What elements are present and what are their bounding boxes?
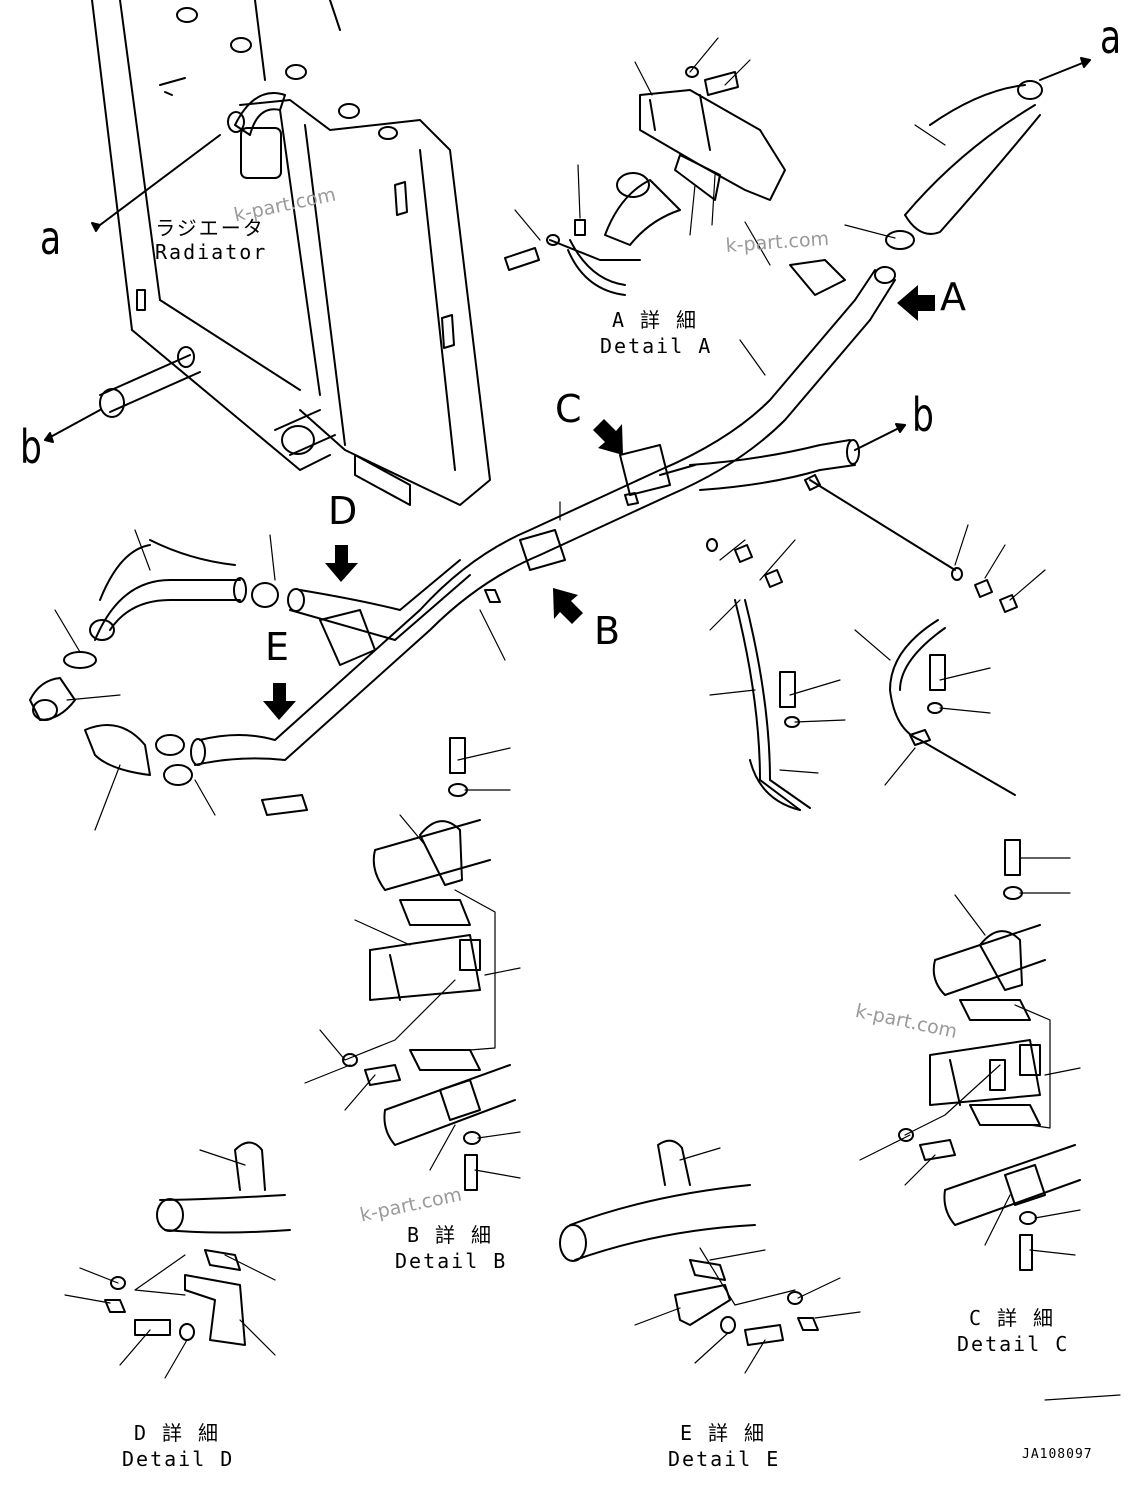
detail-e-en: Detail E: [668, 1447, 781, 1471]
detail-c-jp: C 詳 細: [968, 1306, 1056, 1330]
port-label-a-left: a: [40, 211, 62, 265]
detail-c-drawing: [898, 839, 1081, 1271]
detail-c-en: Detail C: [957, 1332, 1070, 1356]
fuel-lines-drawing: [706, 479, 1018, 811]
detail-a-drawing: [504, 66, 786, 296]
radiator-drawing: [44, 0, 491, 506]
port-arrows: [854, 57, 1091, 451]
detail-e-jp: E 詳 細: [679, 1421, 767, 1445]
detail-d-en: Detail D: [122, 1447, 235, 1471]
pipe-assembly: [29, 80, 1043, 816]
drawing-code: JA108097: [1022, 1447, 1093, 1462]
view-label-a: A: [940, 275, 966, 319]
view-label-e: E: [265, 625, 290, 669]
port-label-a-top: a: [1100, 10, 1122, 64]
detail-e-drawing: [559, 1139, 819, 1346]
detail-a-jp: A 詳 細: [611, 308, 699, 332]
leader-lines: [54, 37, 1121, 1401]
view-label-d: D: [328, 489, 358, 533]
view-label-c: C: [555, 387, 582, 431]
detail-b-jp: B 詳 細: [406, 1223, 494, 1247]
view-label-b: B: [594, 609, 621, 653]
radiator-label-jp: ラジエータ: [155, 216, 265, 240]
detail-b-en: Detail B: [395, 1249, 508, 1273]
detail-d-caption: D 詳 細 Detail D: [122, 1423, 232, 1469]
detail-a-en: Detail A: [600, 334, 713, 358]
radiator-label-en: Radiator: [155, 240, 268, 264]
detail-d-drawing: [104, 1141, 291, 1346]
port-label-b-left: b: [20, 420, 42, 474]
detail-d-jp: D 詳 細: [133, 1421, 221, 1445]
detail-a-caption: A 詳 細 Detail A: [600, 310, 710, 356]
port-label-b-right: b: [912, 388, 934, 442]
detail-b-caption: B 詳 細 Detail B: [395, 1225, 505, 1271]
radiator-label: ラジエータ Radiator: [155, 218, 265, 262]
detail-b-drawing: [342, 737, 516, 1191]
detail-e-caption: E 詳 細 Detail E: [668, 1423, 778, 1469]
view-arrows: [263, 285, 935, 720]
detail-c-caption: C 詳 細 Detail C: [957, 1308, 1067, 1354]
